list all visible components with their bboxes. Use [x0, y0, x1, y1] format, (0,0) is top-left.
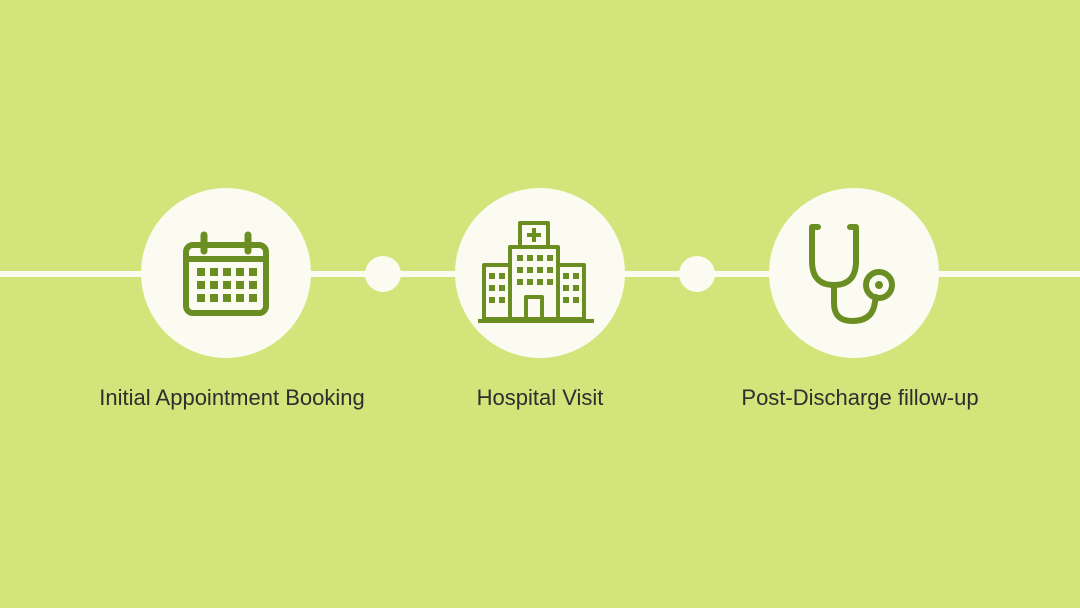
stethoscope-icon	[804, 217, 904, 329]
step-label-hospital-visit: Hospital Visit	[476, 385, 604, 410]
step-circle-followup	[769, 188, 939, 358]
calendar-icon	[178, 225, 274, 321]
connector-dot	[679, 256, 715, 292]
step-label-appointment: Initial Appointment Booking	[99, 385, 365, 410]
connector-dot	[365, 256, 401, 292]
step-circle-appointment	[141, 188, 311, 358]
hospital-icon	[478, 221, 602, 325]
step-label-followup: Post-Discharge fillow-up	[741, 385, 979, 410]
step-circle-hospital	[455, 188, 625, 358]
